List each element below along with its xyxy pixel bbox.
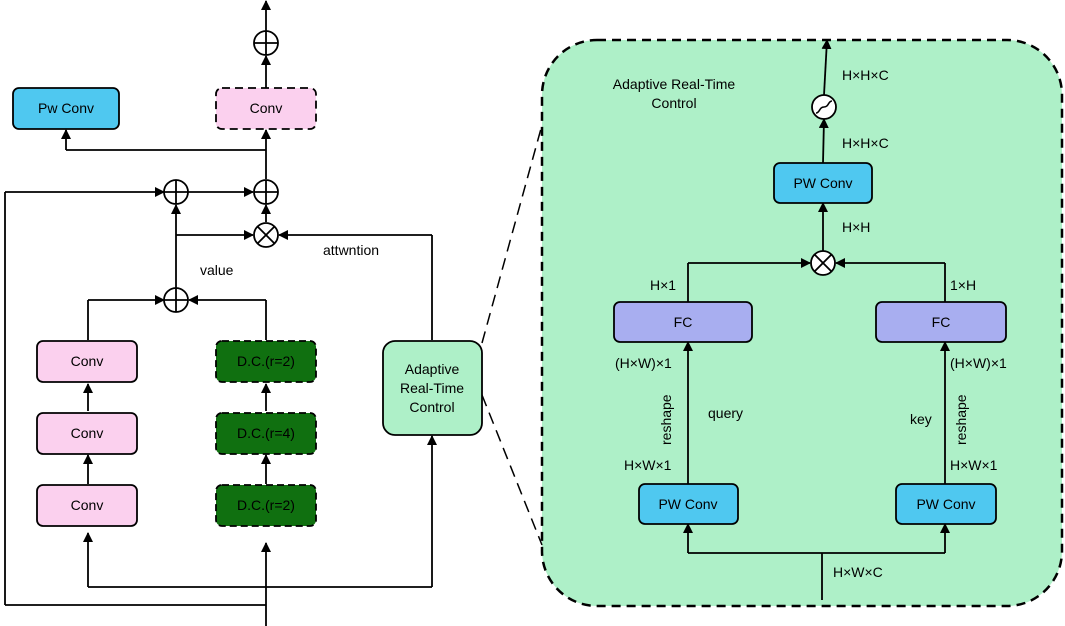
conv-label-3: Conv [71,497,104,513]
left-diagram [4,0,437,626]
sum-node-residual [253,179,279,205]
panel-title-line2: Control [651,95,696,111]
sum-node-top [253,30,279,56]
pw-conv-label-left: Pw Conv [38,100,94,116]
fc-box-left [613,301,753,343]
conv-box-1 [36,340,138,383]
label-hw1-right: (H×W)×1 [950,355,1007,371]
label-out-top: H×H×C [842,67,889,83]
conv-box-2 [36,412,138,455]
fc-label-left: FC [674,314,693,330]
pw-conv-label-right-top: PW Conv [793,175,852,191]
label-hxw1-left: H×W×1 [624,457,672,473]
label-key: key [910,411,932,427]
conv-box-top [215,87,317,130]
label-reshape-left: reshape [658,394,674,445]
label-reshape-right: reshape [953,394,969,445]
dc-box-1 [215,340,317,383]
label-out-mid: H×H×C [842,135,889,151]
arc-label-line1: Adaptive [405,361,460,377]
fc-label-right: FC [932,314,951,330]
value-label: value [200,262,234,278]
dc-box-3 [215,484,317,527]
arc-label-line3: Control [409,399,454,415]
label-h1: H×1 [650,277,676,293]
pw-conv-box-left [12,87,120,130]
label-1h: 1×H [950,277,976,293]
attention-label: attwntion [323,242,379,258]
conv-label-top: Conv [250,100,283,116]
dc-box-2 [215,412,317,455]
label-hw1-left: (H×W)×1 [615,355,672,371]
pw-conv-label-query: PW Conv [658,496,717,512]
right-diagram-lines [683,39,950,600]
conv-box-3 [36,484,138,527]
pw-conv-box-key [895,483,997,525]
zoom-connector-top [481,124,543,344]
label-query: query [708,405,743,421]
sum-node-skip [163,179,189,205]
dc-label-1: D.C.(r=2) [237,353,295,369]
label-hxw1-right: H×W×1 [950,457,998,473]
zoom-connector-bottom [481,394,543,546]
multiply-node-right [810,250,836,276]
conv-label-1: Conv [71,353,104,369]
multiply-node-left [253,222,279,248]
fc-box-right [875,301,1007,343]
arc-box-left [382,340,483,436]
pw-conv-box-right-top [773,162,873,204]
dc-label-3: D.C.(r=2) [237,497,295,513]
panel-title-line1: Adaptive Real-Time [613,76,736,92]
conv-label-2: Conv [71,425,104,441]
label-input: H×W×C [833,564,883,580]
arc-detail-panel [540,38,1064,608]
sum-node-branches [163,287,189,313]
sigmoid-icon [811,94,837,120]
arc-label-line2: Real-Time [400,380,464,396]
pw-conv-box-query [638,483,739,525]
label-hh: H×H [842,219,870,235]
pw-conv-label-key: PW Conv [916,496,975,512]
dc-label-2: D.C.(r=4) [237,425,295,441]
